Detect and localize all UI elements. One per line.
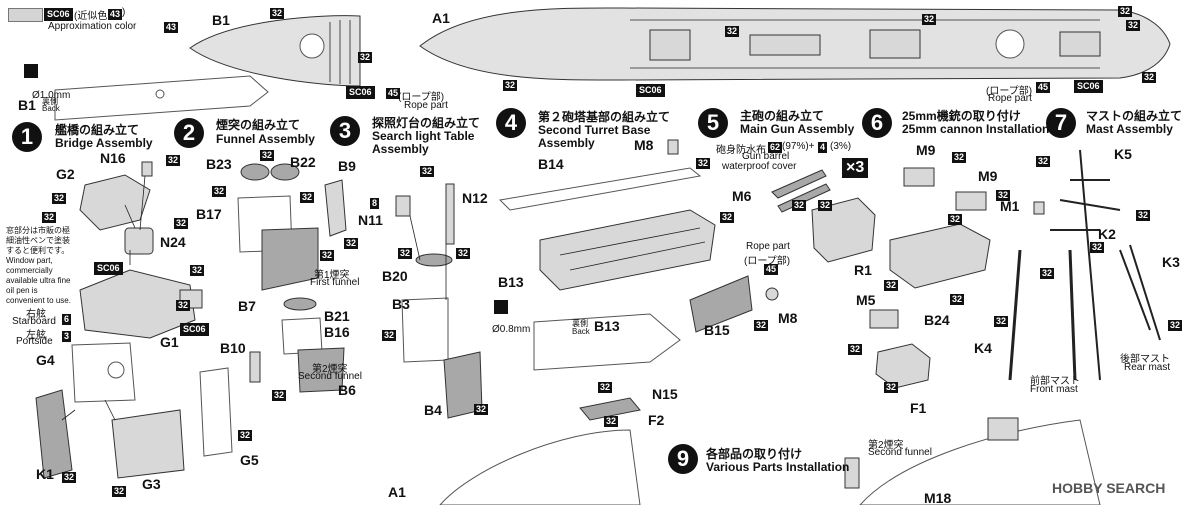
rope-jp: (ロープ部) bbox=[398, 92, 445, 103]
hull-b1-deck bbox=[189, 15, 361, 87]
part-m9-shape-1 bbox=[903, 167, 935, 187]
step-9-number: 9 bbox=[668, 444, 698, 474]
step-1-title-en: Bridge Assembly bbox=[55, 136, 153, 150]
part-m9-shape-2 bbox=[955, 191, 987, 211]
b13-back-outline bbox=[533, 313, 681, 371]
step-5-number: 5 bbox=[698, 108, 728, 138]
part-m8-bottom-shape bbox=[765, 287, 779, 301]
a1-structure-2 bbox=[749, 34, 821, 56]
drill-icon-2 bbox=[494, 300, 508, 314]
step-1-number: 1 bbox=[12, 122, 42, 152]
step-4-number: 4 bbox=[496, 108, 526, 138]
part-g2-shape bbox=[79, 174, 151, 231]
part-n12-shape bbox=[445, 183, 455, 245]
legend-num: 43 bbox=[108, 9, 123, 20]
part-k1-shape bbox=[35, 389, 73, 479]
drill-icon bbox=[24, 64, 38, 78]
part-m6-barrel-1 bbox=[771, 169, 827, 199]
part-g1-shape bbox=[79, 269, 196, 339]
part-b23-shape bbox=[240, 163, 270, 181]
part-b13-shape bbox=[539, 209, 716, 291]
part-b16-shape bbox=[281, 317, 323, 355]
legend-code: SC06 bbox=[44, 8, 73, 21]
legend-en: Approximation color bbox=[48, 21, 137, 32]
approximation-color-swatch bbox=[8, 8, 43, 22]
part-n16-shape bbox=[141, 161, 153, 177]
part-g3-shape bbox=[111, 409, 185, 479]
quantity-x3-badge: ×3 bbox=[842, 158, 869, 178]
step-1-title-jp: 艦橋の組み立て bbox=[55, 123, 140, 137]
part-g4-shape bbox=[71, 342, 136, 403]
part-b9-shape bbox=[324, 179, 347, 237]
part-b10-shape bbox=[249, 351, 261, 383]
bottom-hull-right bbox=[859, 419, 1101, 505]
bottom-funnel bbox=[844, 457, 860, 489]
part-f1-shape bbox=[875, 343, 931, 389]
part-n24-shape bbox=[124, 227, 154, 255]
label-a1: A1 bbox=[432, 10, 450, 26]
part-b21-shape bbox=[283, 297, 317, 311]
part-f2-shape bbox=[579, 397, 641, 421]
legend-jp: (近似色 bbox=[74, 11, 108, 22]
part-m5-shape bbox=[869, 309, 899, 329]
part-b22-shape bbox=[270, 163, 300, 181]
part-r1-shape bbox=[811, 197, 876, 263]
label-b1: B1 bbox=[212, 12, 230, 28]
part-b20-shape bbox=[415, 253, 453, 267]
part-m8-top-shape bbox=[667, 139, 679, 155]
rope-en: Rope part bbox=[404, 100, 448, 111]
part-b14-shape bbox=[498, 167, 702, 211]
hobby-search-watermark: HOBBY SEARCH bbox=[1052, 480, 1166, 496]
step-6-number: 6 bbox=[862, 108, 892, 138]
step-2-number: 2 bbox=[174, 118, 204, 148]
b1-turret-ring bbox=[299, 33, 325, 59]
a1-structure-4 bbox=[1059, 31, 1101, 57]
step-7-number: 7 bbox=[1046, 108, 1076, 138]
bottom-hull-a1 bbox=[439, 429, 641, 505]
part-n11-shape bbox=[395, 195, 411, 217]
window-paint-note: 窓部分は市販の極細油性ペンで塗装すると便利です。Window part, com… bbox=[6, 226, 71, 305]
part-b6-shape bbox=[297, 347, 345, 393]
part-m6-barrel-2 bbox=[777, 183, 831, 213]
part-b7-shape bbox=[261, 227, 319, 291]
bottom-turret bbox=[987, 417, 1019, 441]
part-b24-shape bbox=[889, 223, 991, 289]
step-3-number: 3 bbox=[330, 116, 360, 146]
a1-structure-1 bbox=[649, 29, 691, 61]
part-b15-shape bbox=[689, 275, 753, 333]
a1-structure-3 bbox=[869, 29, 921, 59]
part-m1-shape bbox=[1033, 201, 1045, 215]
a1-turret-ring bbox=[995, 29, 1025, 59]
part-g5-shape bbox=[199, 367, 233, 457]
